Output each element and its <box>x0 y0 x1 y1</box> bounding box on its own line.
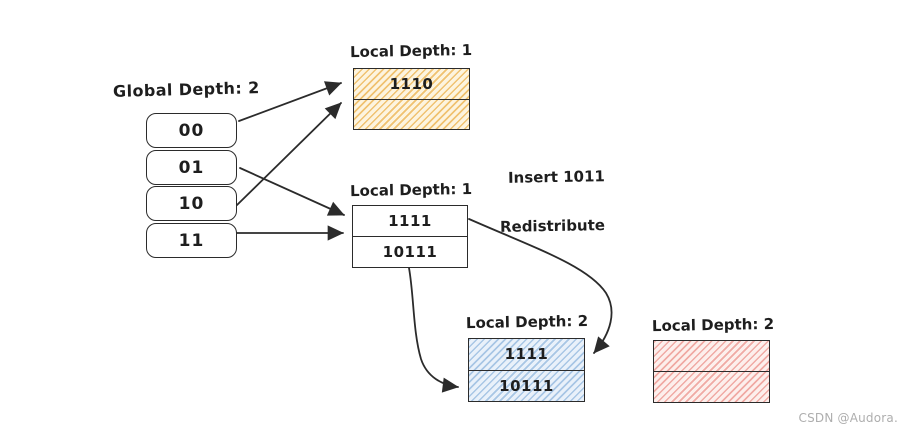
yellow-bucket-label: Local Depth: 1 <box>349 40 473 62</box>
red-bucket <box>653 340 770 403</box>
white-bucket: 1111 10111 <box>352 205 468 268</box>
directory-entry-01: 01 <box>146 150 237 185</box>
directory-entry-label: 01 <box>178 157 205 178</box>
insert-annotation: Insert 1011 <box>507 167 606 187</box>
arrow-dir10-to-yellow-bucket <box>236 102 342 206</box>
bucket-cell <box>354 98 469 130</box>
red-bucket-label: Local Depth: 2 <box>651 314 775 336</box>
white-bucket-label: Local Depth: 1 <box>349 179 473 201</box>
directory-entry-label: 10 <box>178 193 205 214</box>
bucket-cell <box>654 341 769 371</box>
bucket-cell: 10111 <box>353 236 467 267</box>
arrow-redistribute-to-blue-bucket <box>468 218 613 354</box>
blue-bucket-label: Local Depth: 2 <box>465 311 589 333</box>
yellow-bucket: 1110 <box>353 68 470 130</box>
bucket-cell: 1111 <box>504 345 549 364</box>
arrow-dir00-to-yellow-bucket <box>238 81 342 122</box>
directory-entry-label: 00 <box>178 120 205 141</box>
arrow-white-bucket-to-blue-bucket <box>408 267 459 393</box>
redistribute-annotation: Redistribute <box>499 216 606 236</box>
bucket-cell: 1111 <box>388 212 432 230</box>
directory-entry-label: 11 <box>178 230 205 251</box>
global-depth-label: Global Depth: 2 <box>112 78 260 101</box>
watermark: CSDN @Audora. <box>798 411 898 425</box>
bucket-cell: 10111 <box>469 369 584 402</box>
bucket-cell: 1110 <box>389 74 434 93</box>
directory-entry-10: 10 <box>146 186 237 221</box>
arrow-dir01-to-white-bucket <box>239 167 345 216</box>
directory-entry-00: 00 <box>146 113 237 148</box>
bucket-cell <box>654 371 769 402</box>
blue-bucket: 1111 10111 <box>468 338 585 402</box>
directory-entry-11: 11 <box>146 223 237 258</box>
